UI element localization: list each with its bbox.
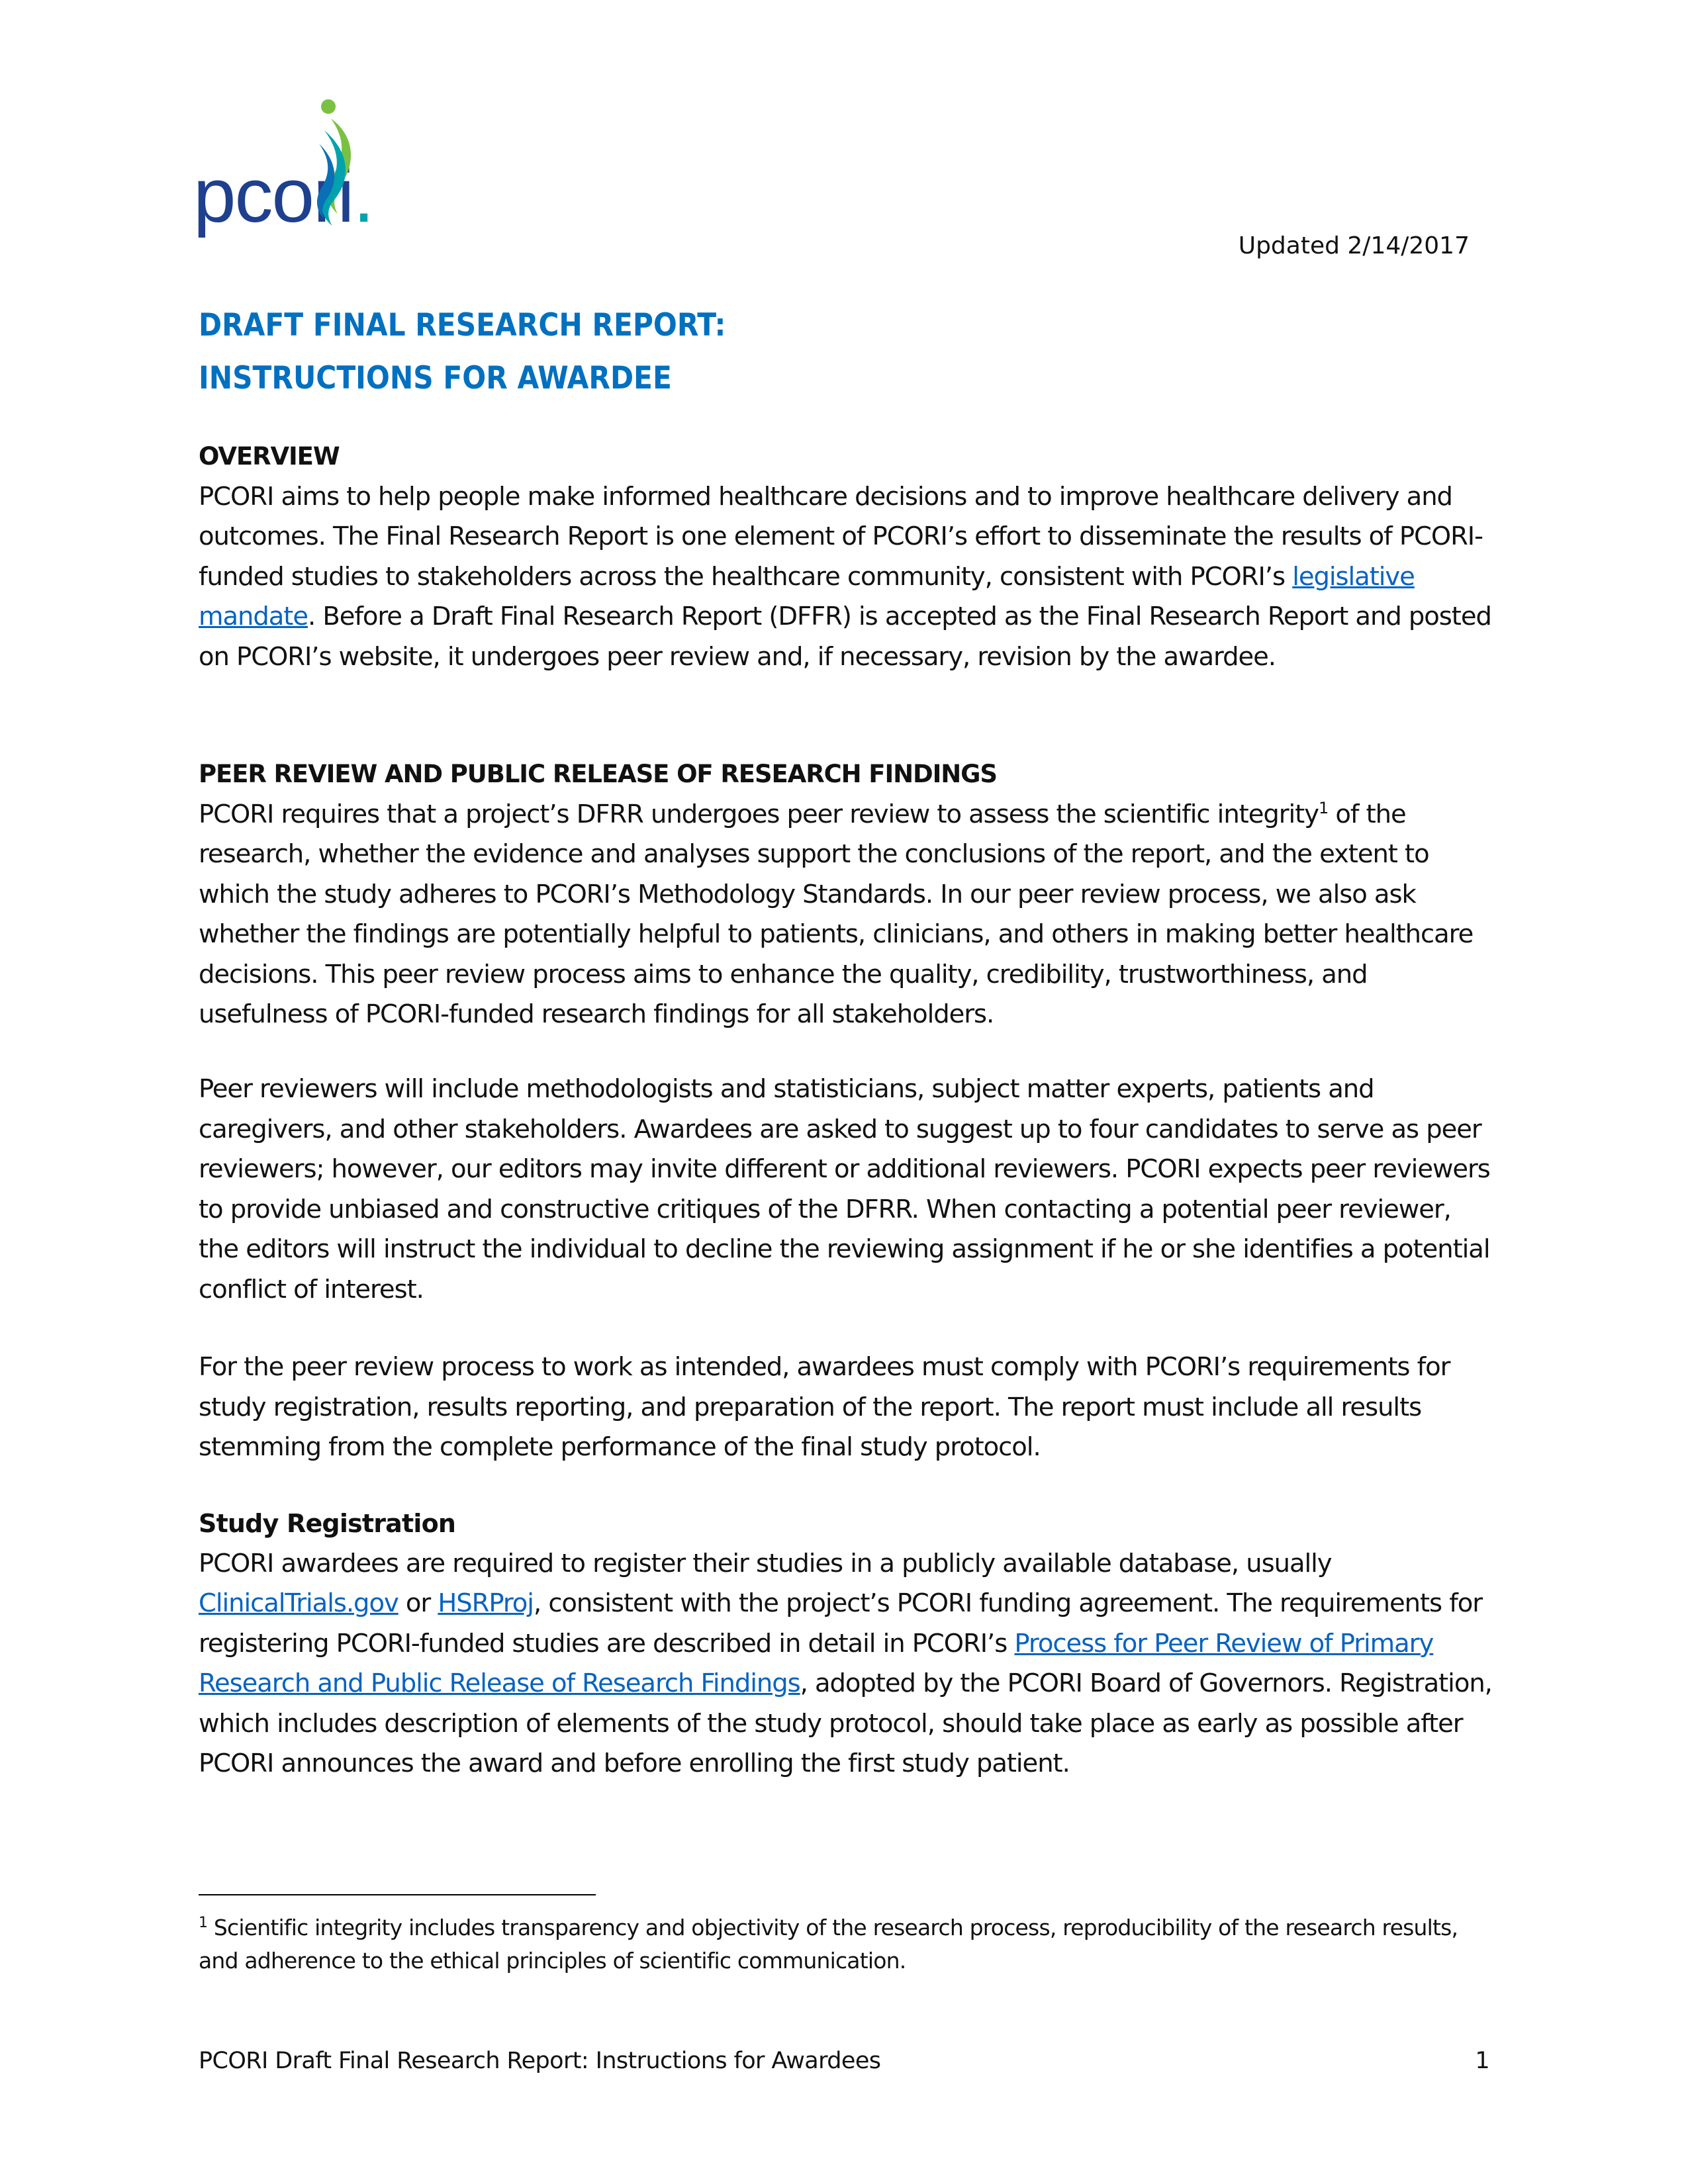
overview-section: OVERVIEW PCORI aims to help people make … xyxy=(199,437,1496,677)
logo-figure-icon xyxy=(316,99,352,226)
peer-review-paragraph-3: For the peer review process to work as i… xyxy=(199,1352,1450,1462)
document-title: DRAFT FINAL RESEARCH REPORT: INSTRUCTION… xyxy=(199,299,1489,405)
hsrproj-link[interactable]: HSRProj xyxy=(438,1588,534,1618)
peer-review-paragraph-2: Peer reviewers will include methodologis… xyxy=(199,1074,1491,1304)
footnote-ref[interactable]: 1 xyxy=(1318,798,1329,817)
title-line-1: DRAFT FINAL RESEARCH REPORT: xyxy=(199,307,726,343)
study-registration-heading: Study Registration xyxy=(199,1509,456,1538)
footnote-separator xyxy=(199,1894,596,1895)
legislative-mandate-link[interactable]: legislative mandate xyxy=(199,561,1415,632)
pcori-logo: pcori. xyxy=(193,96,385,235)
peer-review-process-link[interactable]: Process for Peer Review of Primary Resea… xyxy=(199,1628,1434,1699)
peer-reviewers-paragraph-block: Peer reviewers will include methodologis… xyxy=(199,1069,1496,1310)
title-line-2: INSTRUCTIONS FOR AWARDEE xyxy=(199,360,672,396)
overview-heading: OVERVIEW xyxy=(199,442,340,471)
study-registration-paragraph: PCORI awardees are required to register … xyxy=(199,1548,1493,1779)
overview-paragraph: PCORI aims to help people make informed … xyxy=(199,481,1492,672)
updated-date: Updated 2/14/2017 xyxy=(1238,232,1470,259)
page-number: 1 xyxy=(1475,2048,1489,2074)
footer-text: PCORI Draft Final Research Report: Instr… xyxy=(199,2048,881,2074)
compliance-paragraph-block: For the peer review process to work as i… xyxy=(199,1347,1496,1468)
peer-review-heading: PEER REVIEW AND PUBLIC RELEASE OF RESEAR… xyxy=(199,760,998,788)
clinicaltrials-link[interactable]: ClinicalTrials.gov xyxy=(199,1588,399,1618)
peer-review-section: PEER REVIEW AND PUBLIC RELEASE OF RESEAR… xyxy=(199,754,1496,1035)
peer-review-paragraph-1: PCORI requires that a project’s DFRR und… xyxy=(199,798,1474,1030)
study-registration-section: Study Registration PCORI awardees are re… xyxy=(199,1504,1496,1784)
footnote: 1 Scientific integrity includes transpar… xyxy=(199,1915,1458,1974)
